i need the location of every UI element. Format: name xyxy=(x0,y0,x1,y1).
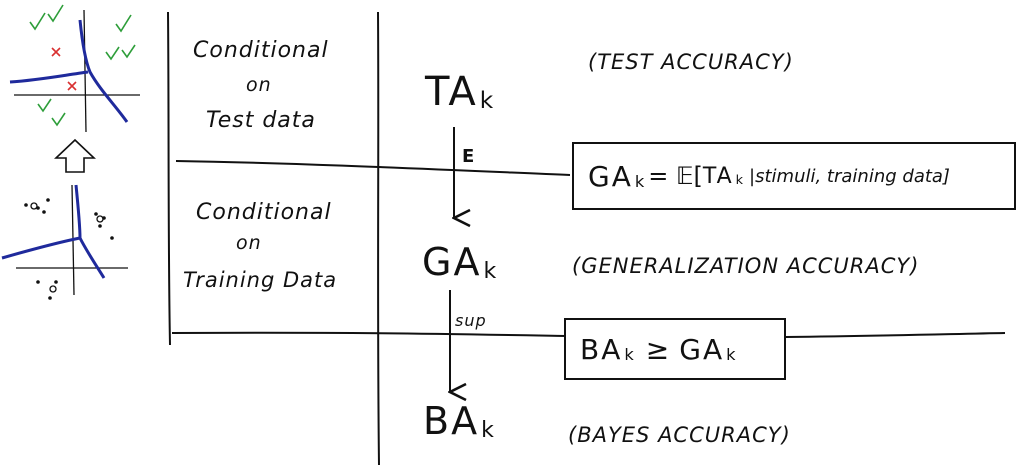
ba-ineq-sub: k xyxy=(624,345,636,365)
bottom-horizontal-line-right xyxy=(785,332,1006,338)
ba-sub: k xyxy=(481,417,496,443)
training-row-label-line2: on xyxy=(236,232,262,254)
top-panel xyxy=(9,4,140,133)
left-vertical-line xyxy=(167,11,171,346)
training-row-label-line3: Training Data xyxy=(183,268,338,292)
up-arrow-outline-icon xyxy=(53,138,97,173)
ga-def-eq: = 𝔼[ xyxy=(648,162,703,190)
ga-def-condition: |stimuli, training data] xyxy=(749,165,950,187)
test-row-label-line2: on xyxy=(246,74,272,96)
ga-def-ta: TA xyxy=(702,163,734,189)
illustration xyxy=(1,4,140,300)
top-horizontal-line xyxy=(175,160,571,176)
ba-symbol: BAk xyxy=(423,402,496,442)
test-row-label-line1: Conditional xyxy=(193,38,329,63)
bottom-panel xyxy=(1,184,128,300)
ta-main: TA xyxy=(425,69,478,115)
training-row-label-line1: Conditional xyxy=(196,200,332,225)
generalization-accuracy-caption: (GENERALIZATION ACCURACY) xyxy=(572,254,920,278)
data-points xyxy=(24,198,114,300)
test-accuracy-caption: (TEST ACCURACY) xyxy=(588,50,794,74)
middle-vertical-line xyxy=(377,11,380,465)
bottom-horizontal-line xyxy=(171,331,567,337)
test-row-label-line3: Test data xyxy=(206,108,316,133)
check-marks xyxy=(29,4,136,127)
ga-symbol: GAk xyxy=(422,243,498,283)
ta-sub: k xyxy=(479,86,496,114)
expectation-label: E xyxy=(462,146,475,167)
x-marks xyxy=(51,47,77,91)
ba-ineq-rhs-sub: k xyxy=(726,345,738,365)
sup-label: sup xyxy=(455,311,487,330)
ta-symbol: TAk xyxy=(425,72,495,112)
bayes-accuracy-caption: (BAYES ACCURACY) xyxy=(568,423,791,447)
ba-main: BA xyxy=(423,399,480,443)
ga-sub: k xyxy=(483,258,499,284)
ga-main: GA xyxy=(422,240,482,284)
ba-ineq-op: ≥ xyxy=(645,332,670,366)
ba-ineq-lhs: BA xyxy=(580,332,623,366)
ga-def-lhs: GA xyxy=(588,159,633,193)
ba-ineq-rhs: GA xyxy=(679,332,725,366)
ga-def-sub: k xyxy=(634,172,647,192)
ga-def-ta-sub: k xyxy=(735,173,746,189)
